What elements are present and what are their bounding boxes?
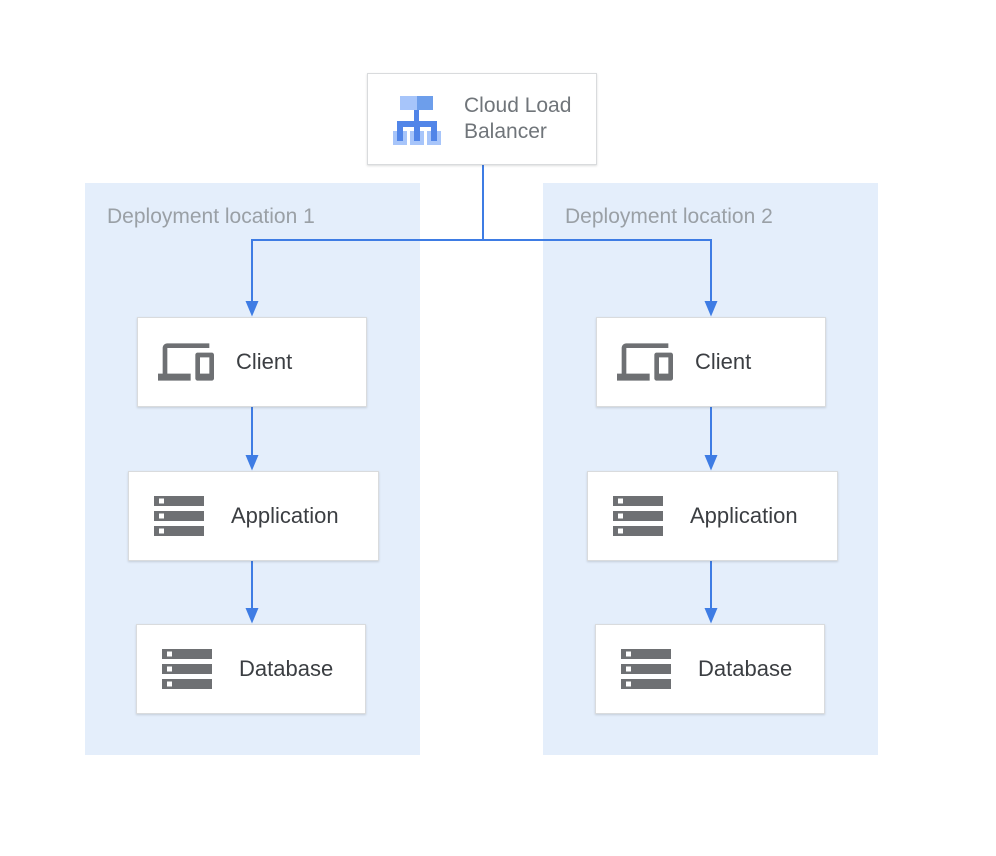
node-label: Application <box>231 503 339 528</box>
devices-icon <box>158 334 214 390</box>
node-application-2: Application <box>587 471 838 561</box>
server-stack-icon <box>608 486 668 546</box>
arrowhead-db-1 <box>245 608 259 624</box>
arrowhead-client-2 <box>704 301 718 317</box>
server-stack-icon <box>157 639 217 699</box>
arrowhead-db-2 <box>704 608 718 624</box>
node-application-1: Application <box>128 471 379 561</box>
node-database-1: Database <box>136 624 366 714</box>
arrow-lb-split <box>251 239 712 301</box>
zone-1-label: Deployment location 1 <box>107 205 315 228</box>
node-label: Client <box>236 349 293 374</box>
node-label: Database <box>239 656 334 681</box>
zone-2-label: Deployment location 2 <box>565 205 773 228</box>
node-label: Database <box>698 656 793 681</box>
node-database-2: Database <box>595 624 825 714</box>
arrowhead-app-2 <box>704 455 718 471</box>
node-client-2: Client <box>596 317 826 407</box>
arrowhead-app-1 <box>245 455 259 471</box>
node-label: Client <box>695 349 752 374</box>
node-client-1: Client <box>137 317 367 407</box>
node-label: Application <box>690 503 798 528</box>
devices-icon <box>617 334 673 390</box>
server-stack-icon <box>616 639 676 699</box>
load-balancer-node: Cloud Load Balancer <box>367 73 597 165</box>
load-balancer-icon <box>390 91 446 147</box>
server-stack-icon <box>149 486 209 546</box>
load-balancer-label: Cloud Load Balancer <box>464 94 572 143</box>
arrowhead-client-1 <box>245 301 259 317</box>
